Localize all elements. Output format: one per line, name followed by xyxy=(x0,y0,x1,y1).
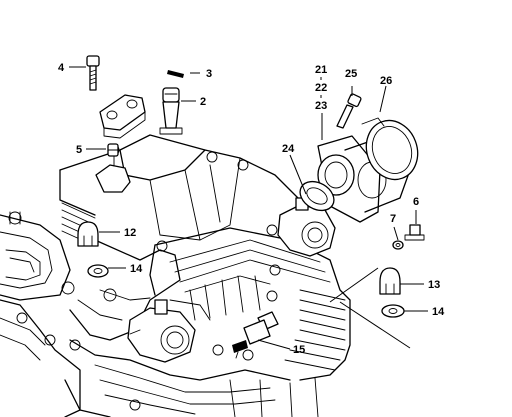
acorn-nut-part-12 xyxy=(77,221,99,247)
callout-2: 2 xyxy=(200,96,206,108)
rocker-arm-rear xyxy=(266,197,336,257)
callout-4: 4 xyxy=(58,62,65,74)
washer-part-14a xyxy=(87,264,109,278)
callout-5: 5 xyxy=(76,144,82,156)
callout-13: 13 xyxy=(428,279,440,291)
washer-part-14b xyxy=(381,304,405,318)
bolt-part-25 xyxy=(336,93,362,129)
bracket xyxy=(99,94,146,139)
callout-12: 12 xyxy=(124,227,136,239)
bolt-part-4 xyxy=(86,55,100,91)
cylinder-head xyxy=(0,134,351,417)
callout-24: 24 xyxy=(282,143,295,155)
pin-part-3 xyxy=(167,70,184,78)
washer-part-7 xyxy=(392,240,404,250)
callout-14a: 14 xyxy=(130,263,143,275)
sleeve-part-2 xyxy=(159,87,183,135)
rocker-arm-left xyxy=(8,144,131,225)
callout-3: 3 xyxy=(206,68,212,80)
dowel-part-5 xyxy=(107,143,119,157)
callout-6: 6 xyxy=(413,196,419,208)
screw-part-6 xyxy=(404,224,425,241)
gasket-part-24 xyxy=(299,180,335,212)
rocker-arm-front xyxy=(127,299,196,363)
leader-lines xyxy=(69,66,428,350)
callout-21: 21 xyxy=(315,64,327,76)
callout-26: 26 xyxy=(380,75,392,87)
callout-15: 15 xyxy=(293,344,305,356)
clamp-ring-part-26 xyxy=(361,117,419,181)
acorn-nut-part-13 xyxy=(379,267,401,295)
callout-23: 23 xyxy=(315,100,327,112)
callout-labels: 4 3 2 5 12 14 24 21 22 23 25 26 6 7 13 1… xyxy=(58,62,445,356)
spark-plug-part-15 xyxy=(232,311,279,359)
callout-25: 25 xyxy=(345,68,357,80)
callout-22: 22 xyxy=(315,82,327,94)
callout-7: 7 xyxy=(390,213,396,225)
callout-14b: 14 xyxy=(432,306,445,318)
